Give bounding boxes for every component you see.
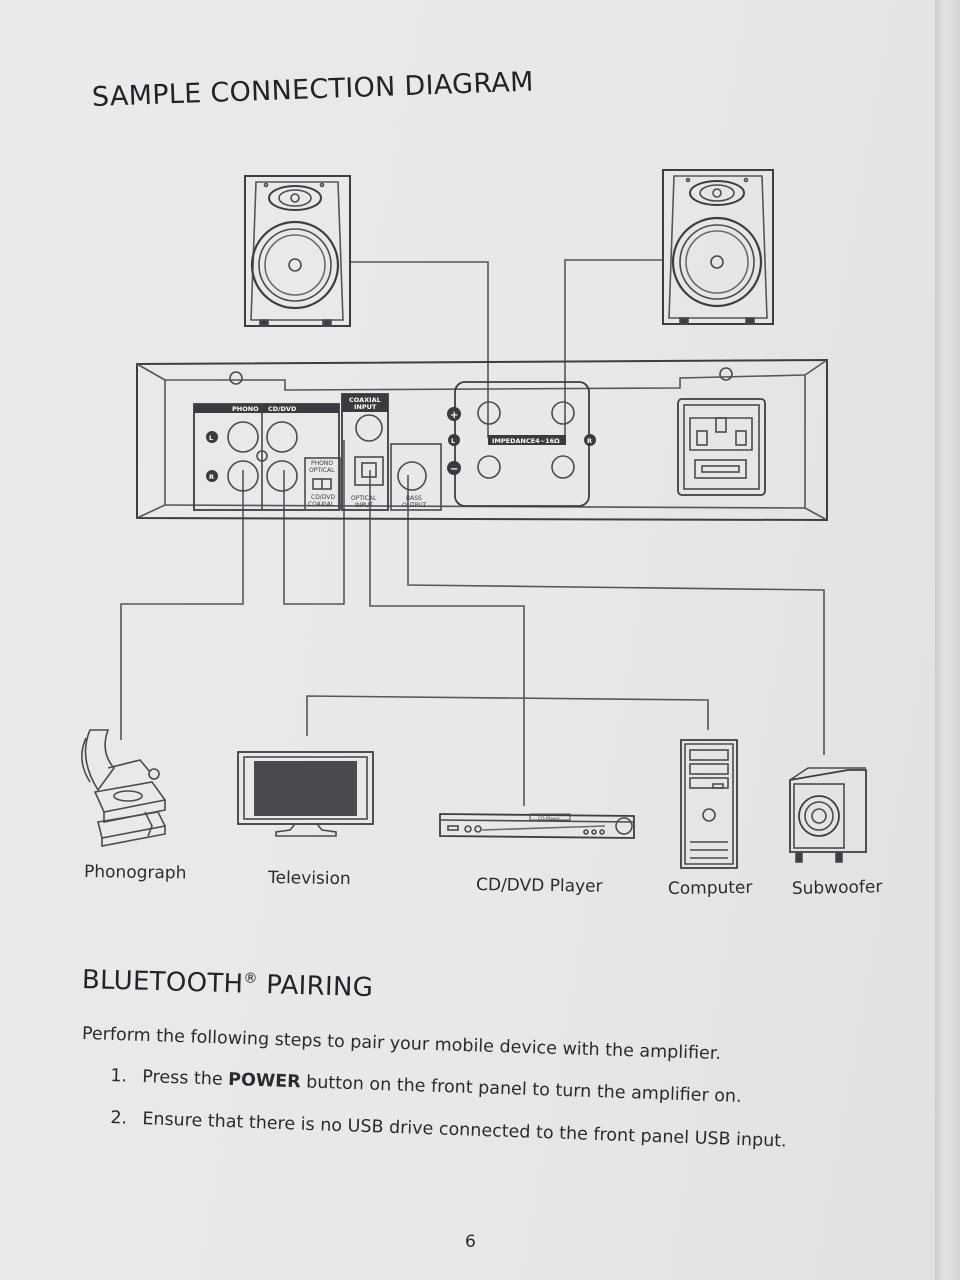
phonograph-label: Phonograph <box>84 862 187 883</box>
amplifier-rear-panel: PHONO CD/DVD L R PHONO OPTICAL CD/DVD CO… <box>136 358 828 522</box>
page-edge <box>935 0 960 1280</box>
computer-label: Computer <box>668 878 753 899</box>
step-number: 1. <box>110 1066 128 1087</box>
cddvd-coaxial-label-2: COAXIAL <box>308 501 335 508</box>
connection-diagram: PHONO CD/DVD L R PHONO OPTICAL CD/DVD CO… <box>81 169 883 899</box>
left-speaker-illustration <box>244 175 351 327</box>
cable-left-speaker <box>350 261 489 438</box>
phono-optical-label-1: PHONO <box>311 460 333 467</box>
bluetooth-heading-rest: PAIRING <box>257 969 374 1004</box>
right-speaker-illustration <box>662 169 774 325</box>
optical-input-label-2: INPUT <box>355 502 373 509</box>
phono-optical-label-2: OPTICAL <box>309 467 335 474</box>
step-number: 2. <box>110 1108 128 1129</box>
terminal-left-marker: L <box>451 437 455 445</box>
cddvd-coaxial-label-1: CD/DVD <box>311 494 335 501</box>
phonograph-illustration <box>81 729 167 847</box>
page-number: 6 <box>465 1232 476 1252</box>
phono-right-marker: R <box>209 473 214 481</box>
pairing-steps-list: 1. Press the POWER button on the front pa… <box>110 1066 787 1152</box>
bluetooth-heading-main: BLUETOOTH <box>81 965 244 1000</box>
step-text-before: Press the <box>142 1067 229 1090</box>
terminal-minus: − <box>450 464 458 475</box>
cd-player-display-label: CD Player <box>538 816 560 822</box>
step-text-after: button on the front panel to turn the am… <box>300 1072 742 1107</box>
coaxial-input-label-2: INPUT <box>354 403 377 411</box>
cable-right-speaker <box>564 259 663 438</box>
cable-subwoofer <box>407 475 825 755</box>
connection-cables <box>120 259 825 806</box>
cd-dvd-player-label: CD/DVD Player <box>476 875 603 897</box>
power-keyword: POWER <box>227 1069 301 1093</box>
cable-television <box>283 440 345 605</box>
computer-illustration <box>680 739 738 869</box>
subwoofer-illustration <box>789 767 867 863</box>
phono-label: PHONO <box>232 405 259 413</box>
optical-input-label-1: OPTICAL <box>351 495 377 502</box>
cable-optical <box>369 470 525 806</box>
manual-page: SAMPLE CONNECTION DIAGRAM <box>0 0 935 1280</box>
terminal-plus: + <box>450 410 458 421</box>
bluetooth-pairing-heading: BLUETOOTH® PAIRING <box>82 965 374 1003</box>
impedance-label: IMPEDANCE4~16Ω <box>492 437 560 445</box>
bluetooth-intro-text: Perform the following steps to pair your… <box>81 1024 722 1065</box>
television-illustration <box>237 751 374 837</box>
terminal-right-marker: R <box>587 437 592 445</box>
bass-output-label-2: OUTPUT <box>402 502 427 509</box>
bass-output-label-1: BASS <box>406 495 422 502</box>
cable-phonograph <box>120 470 244 740</box>
cable-computer-tv <box>306 695 709 736</box>
subwoofer-label: Subwoofer <box>792 877 883 899</box>
cd-player-illustration: CD Player <box>439 813 635 839</box>
coaxial-input-label-1: COAXIAL <box>349 396 381 404</box>
phono-left-marker: L <box>209 434 213 442</box>
television-label: Television <box>267 868 351 889</box>
cddvd-label: CD/DVD <box>268 405 297 413</box>
registered-mark: ® <box>243 970 259 987</box>
